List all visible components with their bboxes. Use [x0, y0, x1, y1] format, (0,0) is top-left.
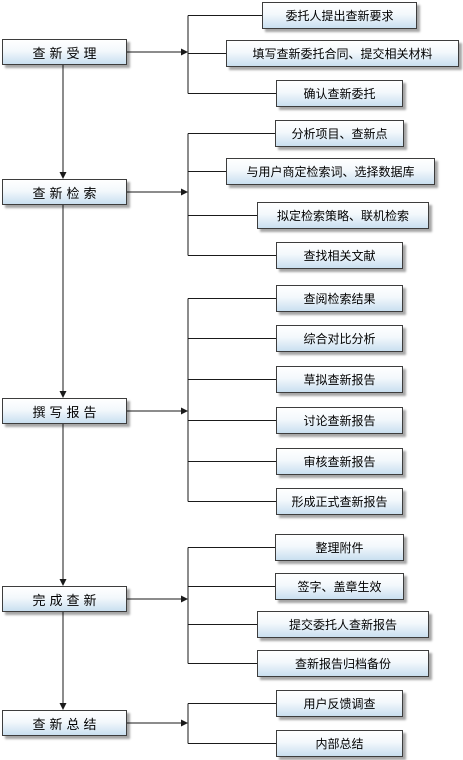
flow-arrow-head [59, 391, 67, 398]
substep-box: 整理附件 [275, 534, 404, 561]
step-box: 查新检索 [2, 179, 127, 205]
substep-box: 查找相关文献 [276, 242, 403, 269]
substep-box: 审核查新报告 [276, 448, 403, 475]
flow-arrow-head [59, 172, 67, 179]
substep-box: 用户反馈调查 [276, 690, 403, 717]
substep-box: 综合对比分析 [276, 325, 403, 352]
substep-box: 签字、盖章生效 [275, 573, 404, 600]
branch-arrow-head [181, 595, 188, 603]
branch-arrow-head [181, 48, 188, 56]
substep-box: 分析项目、查新点 [275, 120, 404, 147]
step-box: 撰写报告 [2, 398, 127, 424]
branch-arrow-head [181, 719, 188, 727]
substep-box: 填写查新委托合同、提交相关材料 [226, 40, 459, 67]
substep-box: 形成正式查新报告 [276, 488, 403, 515]
step-box: 完成查新 [2, 586, 127, 612]
flow-arrow-head [59, 703, 67, 710]
substep-box: 拟定检索策略、联机检索 [257, 202, 429, 229]
substep-box: 查新报告归档备份 [257, 650, 429, 677]
branch-arrow-head [181, 407, 188, 415]
substep-box: 讨论查新报告 [276, 407, 403, 434]
substep-box: 提交委托人查新报告 [257, 611, 429, 638]
step-box: 查新总结 [2, 710, 127, 736]
flow-arrow-head [59, 579, 67, 586]
branch-arrow-head [181, 188, 188, 196]
substep-box: 确认查新委托 [276, 80, 403, 107]
substep-box: 内部总结 [276, 730, 403, 757]
substep-box: 查阅检索结果 [276, 285, 403, 312]
substep-box: 与用户商定检索词、选择数据库 [226, 158, 435, 185]
substep-box: 委托人提出查新要求 [262, 2, 417, 29]
step-box: 查新受理 [2, 39, 127, 65]
substep-box: 草拟查新报告 [276, 366, 403, 393]
